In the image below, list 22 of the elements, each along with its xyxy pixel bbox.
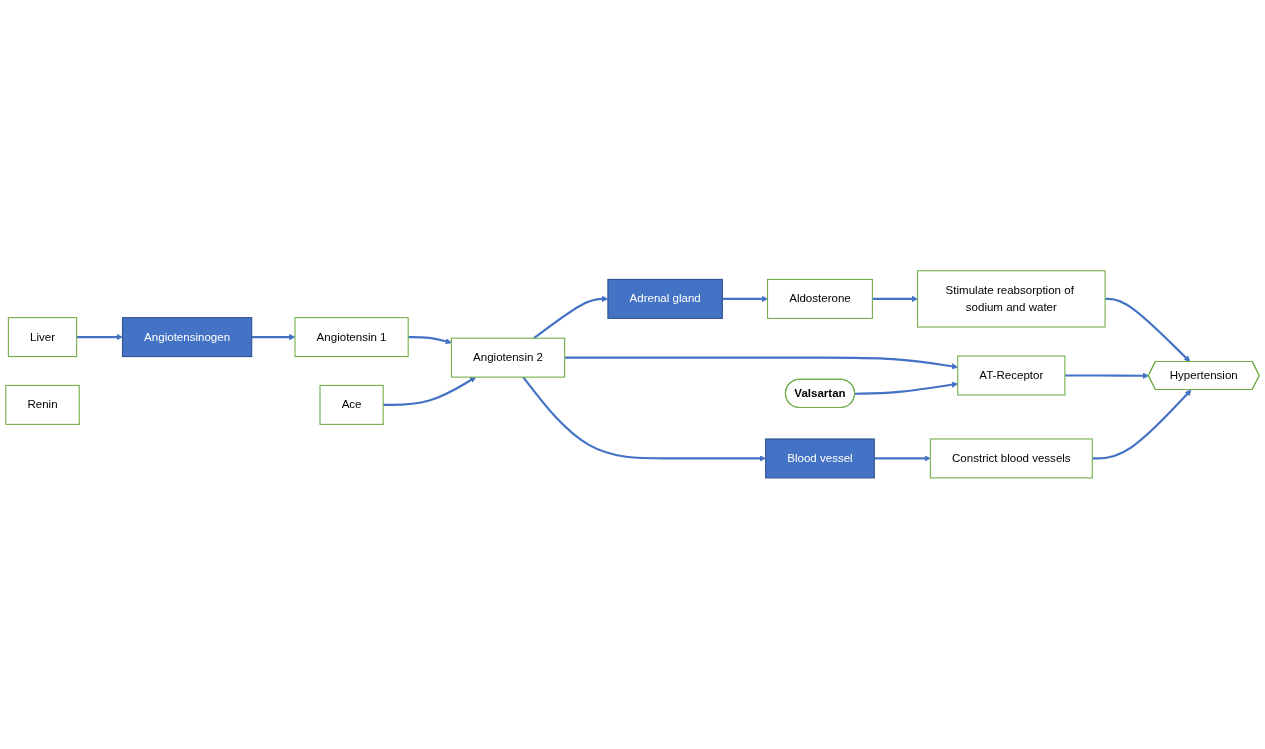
arrow <box>383 377 477 407</box>
arrow <box>1092 389 1192 460</box>
node-box: Angiotensin 2 <box>450 337 566 378</box>
node-box: Liver <box>7 317 78 358</box>
node-box: Renin <box>5 385 80 426</box>
arrow <box>874 455 931 462</box>
node-box: Angiotensinogen <box>121 317 253 358</box>
arrow <box>872 295 918 303</box>
node-box: AT-Receptor <box>957 355 1066 396</box>
arrow <box>522 376 766 462</box>
node-box: Angiotensin 1 <box>294 317 409 358</box>
arrow <box>1105 297 1191 363</box>
arrow <box>76 334 123 341</box>
node-box: Ace <box>319 385 384 426</box>
node-box: Adrenal gland <box>607 279 723 320</box>
node-box: Blood vessel <box>765 438 875 479</box>
arrow <box>722 295 768 303</box>
arrow <box>1064 372 1149 380</box>
node-box: Constrict blood vessels <box>929 438 1093 479</box>
node-box: Aldosterone <box>767 279 873 320</box>
arrow <box>408 336 452 345</box>
node-box: Stimulate reabsorption of sodium and water <box>917 270 1106 328</box>
